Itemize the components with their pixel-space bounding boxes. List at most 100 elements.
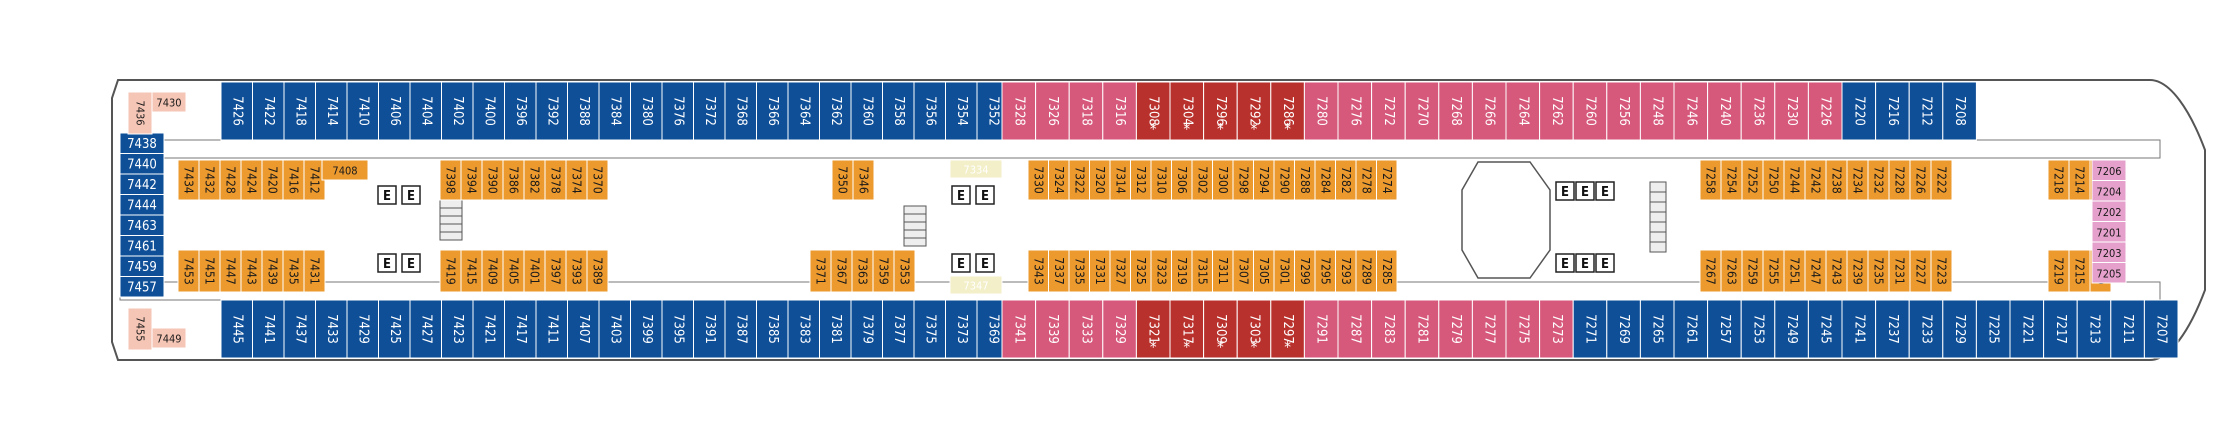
cabin-7246[interactable]: 7246 [1673, 81, 1709, 141]
cabin-7218[interactable]: 7218 [2047, 159, 2070, 201]
cabin-7442[interactable]: 7442 [119, 173, 165, 195]
cabin-7375[interactable]: 7375 [913, 299, 946, 359]
cabin-7223[interactable]: 7223 [1930, 249, 1953, 293]
cabin-7257[interactable]: 7257 [1707, 299, 1742, 359]
cabin-7451[interactable]: 7451 [198, 249, 221, 293]
cabin-7252[interactable]: 7252 [1741, 159, 1764, 201]
cabin-7443[interactable]: 7443 [240, 249, 263, 293]
cabin-7389[interactable]: 7389 [586, 249, 609, 293]
cabin-7268[interactable]: 7268 [1438, 81, 1473, 141]
cabin-7323[interactable]: 7323 [1150, 249, 1172, 293]
cabin-7318[interactable]: 7318 [1068, 81, 1104, 141]
cabin-7370[interactable]: 7370 [586, 159, 609, 201]
cabin-7404[interactable]: 7404 [409, 81, 442, 141]
cabin-7276[interactable]: 7276 [1337, 81, 1373, 141]
cabin-7380[interactable]: 7380 [630, 81, 663, 141]
cabin-7319[interactable]: 7319 [1171, 249, 1193, 293]
cabin-7228[interactable]: 7228 [1888, 159, 1911, 201]
cabin-7449[interactable]: 7449 [151, 327, 187, 349]
cabin-7296[interactable]: 7296 [1203, 81, 1238, 141]
cabin-7315[interactable]: 7315 [1191, 249, 1213, 293]
cabin-7264[interactable]: 7264 [1505, 81, 1541, 141]
cabin-7301[interactable]: 7301 [1273, 249, 1295, 293]
cabin-7430[interactable]: 7430 [151, 91, 187, 113]
cabin-7278[interactable]: 7278 [1355, 159, 1377, 201]
cabin-7287[interactable]: 7287 [1337, 299, 1373, 359]
cabin-7401[interactable]: 7401 [523, 249, 546, 293]
cabin-7285[interactable]: 7285 [1376, 249, 1398, 293]
cabin-7290[interactable]: 7290 [1273, 159, 1295, 201]
cabin-7333[interactable]: 7333 [1068, 299, 1104, 359]
cabin-7302[interactable]: 7302 [1191, 159, 1213, 201]
cabin-7263[interactable]: 7263 [1720, 249, 1743, 293]
cabin-7434[interactable]: 7434 [177, 159, 200, 201]
cabin-7405[interactable]: 7405 [502, 249, 525, 293]
cabin-7419[interactable]: 7419 [439, 249, 462, 293]
cabin-7295[interactable]: 7295 [1314, 249, 1336, 293]
cabin-7388[interactable]: 7388 [567, 81, 600, 141]
cabin-7293[interactable]: 7293 [1335, 249, 1357, 293]
cabin-7444[interactable]: 7444 [119, 194, 165, 216]
cabin-7459[interactable]: 7459 [119, 255, 165, 277]
cabin-7386[interactable]: 7386 [502, 159, 525, 201]
cabin-7259[interactable]: 7259 [1741, 249, 1764, 293]
cabin-7346[interactable]: 7346 [852, 159, 875, 201]
cabin-7230[interactable]: 7230 [1774, 81, 1809, 141]
cabin-7432[interactable]: 7432 [198, 159, 221, 201]
cabin-7461[interactable]: 7461 [119, 235, 165, 257]
cabin-7271[interactable]: 7271 [1572, 299, 1608, 359]
cabin-7291[interactable]: 7291 [1303, 299, 1339, 359]
cabin-7385[interactable]: 7385 [756, 299, 789, 359]
cabin-7440[interactable]: 7440 [119, 153, 165, 175]
cabin-7242[interactable]: 7242 [1804, 159, 1827, 201]
cabin-7212[interactable]: 7212 [1908, 81, 1944, 141]
cabin-7255[interactable]: 7255 [1762, 249, 1785, 293]
cabin-7236[interactable]: 7236 [1740, 81, 1776, 141]
cabin-7280[interactable]: 7280 [1303, 81, 1339, 141]
cabin-7409[interactable]: 7409 [481, 249, 504, 293]
cabin-7270[interactable]: 7270 [1404, 81, 1440, 141]
cabin-7316[interactable]: 7316 [1102, 81, 1137, 141]
cabin-7266[interactable]: 7266 [1471, 81, 1507, 141]
cabin-7304[interactable]: 7304 [1169, 81, 1205, 141]
cabin-7277[interactable]: 7277 [1471, 299, 1507, 359]
cabin-7433[interactable]: 7433 [315, 299, 348, 359]
cabin-7411[interactable]: 7411 [535, 299, 568, 359]
cabin-7284[interactable]: 7284 [1314, 159, 1336, 201]
cabin-7311[interactable]: 7311 [1212, 249, 1234, 293]
cabin-7297[interactable]: 7297 [1270, 299, 1305, 359]
cabin-7203[interactable]: 7203 [2091, 241, 2127, 263]
cabin-7423[interactable]: 7423 [441, 299, 474, 359]
cabin-7298[interactable]: 7298 [1232, 159, 1254, 201]
cabin-7421[interactable]: 7421 [472, 299, 505, 359]
cabin-7215[interactable]: 7215 [2068, 249, 2091, 293]
cabin-7325[interactable]: 7325 [1130, 249, 1152, 293]
cabin-7435[interactable]: 7435 [282, 249, 305, 293]
cabin-7250[interactable]: 7250 [1762, 159, 1785, 201]
cabin-7275[interactable]: 7275 [1505, 299, 1541, 359]
cabin-7382[interactable]: 7382 [523, 159, 546, 201]
cabin-7377[interactable]: 7377 [882, 299, 915, 359]
cabin-7334[interactable]: 7334 [949, 159, 1003, 179]
cabin-7283[interactable]: 7283 [1371, 299, 1406, 359]
cabin-7383[interactable]: 7383 [787, 299, 820, 359]
cabin-7269[interactable]: 7269 [1606, 299, 1641, 359]
cabin-7225[interactable]: 7225 [1975, 299, 2011, 359]
cabin-7436[interactable]: 7436 [127, 91, 153, 135]
cabin-7394[interactable]: 7394 [460, 159, 483, 201]
cabin-7282[interactable]: 7282 [1335, 159, 1357, 201]
cabin-7206[interactable]: 7206 [2091, 159, 2127, 181]
cabin-7408[interactable]: 7408 [321, 159, 369, 181]
cabin-7337[interactable]: 7337 [1048, 249, 1070, 293]
cabin-7425[interactable]: 7425 [378, 299, 411, 359]
cabin-7201[interactable]: 7201 [2091, 221, 2127, 243]
cabin-7239[interactable]: 7239 [1846, 249, 1869, 293]
cabin-7372[interactable]: 7372 [693, 81, 726, 141]
cabin-7438[interactable]: 7438 [119, 132, 165, 154]
cabin-7463[interactable]: 7463 [119, 214, 165, 236]
cabin-7258[interactable]: 7258 [1699, 159, 1722, 201]
cabin-7310[interactable]: 7310 [1150, 159, 1172, 201]
cabin-7437[interactable]: 7437 [283, 299, 316, 359]
cabin-7402[interactable]: 7402 [441, 81, 474, 141]
cabin-7414[interactable]: 7414 [315, 81, 348, 141]
